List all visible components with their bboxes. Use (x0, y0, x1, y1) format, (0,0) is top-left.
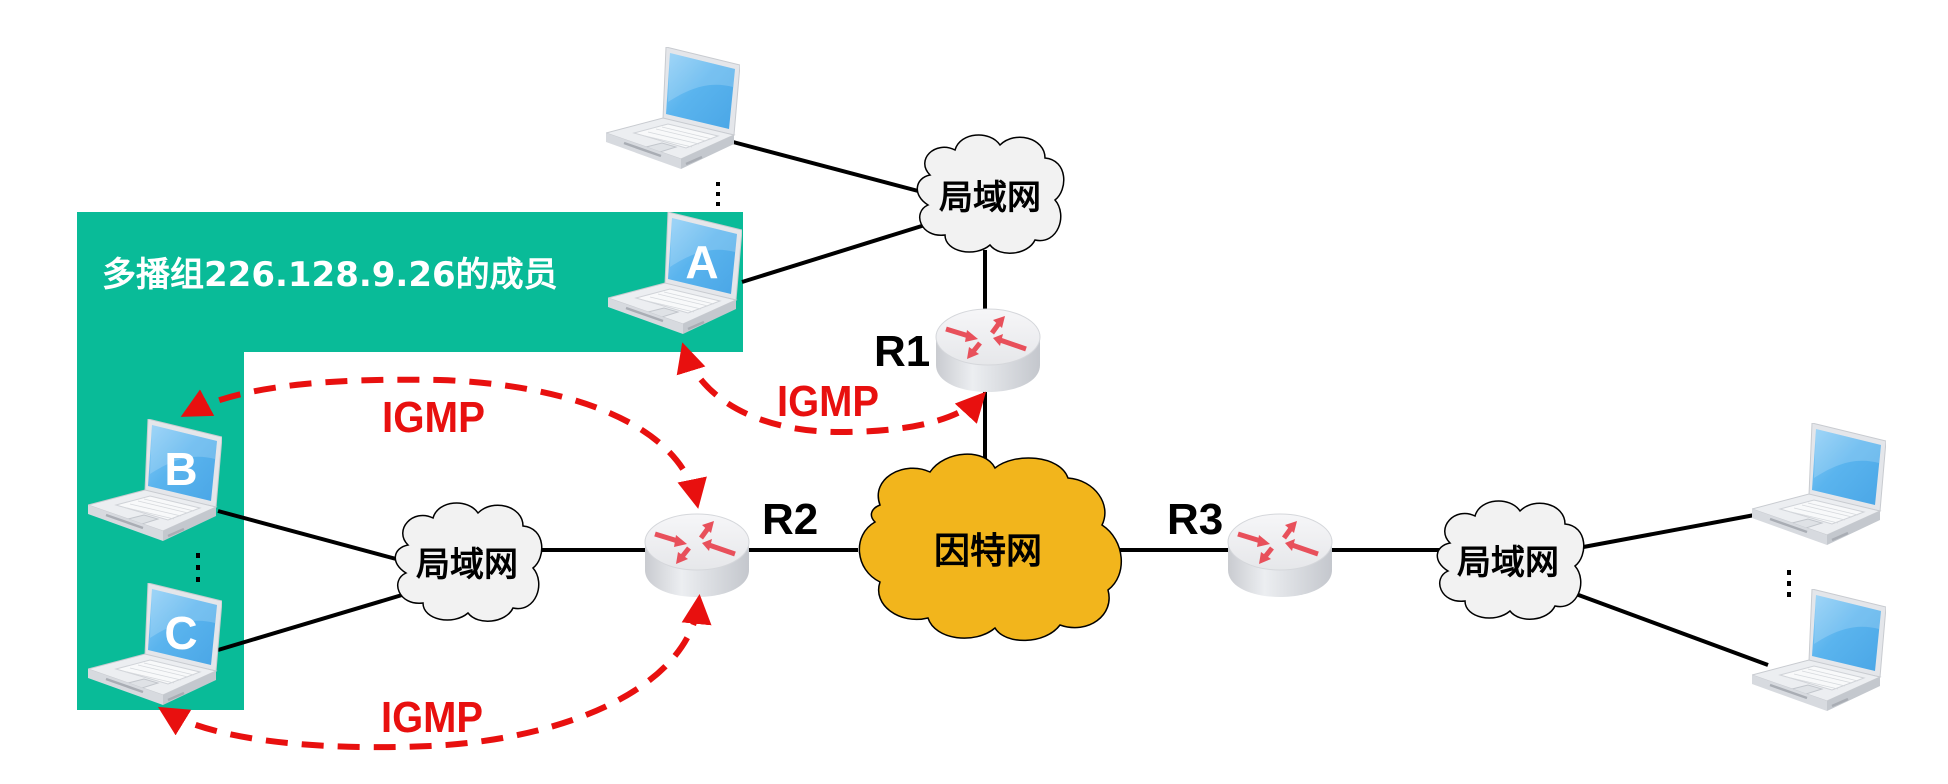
cloud-icon (858, 453, 1122, 642)
lan-top-label: 局域网 (939, 178, 1041, 218)
laptop-icon (606, 47, 740, 171)
router-R2-label: R2 (762, 495, 818, 544)
router-R1[interactable] (936, 309, 1040, 392)
link-lanright-right1 (1577, 512, 1761, 550)
internet-label: 因特网 (934, 531, 1042, 572)
router-R1-label: R1 (874, 327, 930, 376)
lan-top[interactable]: 局域网 (916, 134, 1065, 254)
lan-right-label: 局域网 (1457, 543, 1559, 583)
igmp-label-lower: IGMP (381, 693, 483, 742)
multicast-group-box (77, 212, 743, 710)
host-B-label: B (164, 443, 197, 495)
router-R3[interactable] (1228, 514, 1332, 597)
lan-left[interactable]: 局域网 (394, 502, 543, 622)
igmp-arrow-A-R1 (676, 342, 987, 436)
router-R2[interactable] (645, 514, 749, 597)
host-right-2[interactable] (1752, 589, 1886, 713)
link-C-lanleft (217, 593, 403, 652)
ellipsis-dots-top (716, 182, 720, 206)
laptop-icon (1752, 589, 1886, 713)
internet-cloud[interactable]: 因特网 (858, 453, 1122, 642)
igmp-label-upper: IGMP (382, 393, 485, 442)
host-A-label: A (685, 236, 718, 288)
cloud-icon (1436, 500, 1585, 620)
host-top-1[interactable] (606, 47, 740, 171)
lan-left-label: 局域网 (416, 545, 518, 585)
router-R3-label: R3 (1167, 495, 1223, 544)
router-icon (1228, 514, 1332, 597)
host-C-label: C (164, 607, 197, 659)
router-icon (936, 309, 1040, 392)
host-right-1[interactable] (1752, 423, 1886, 547)
ellipsis-dots-right (1787, 570, 1791, 597)
igmp-arrow-B-R2 (180, 376, 707, 509)
lan-right[interactable]: 局域网 (1436, 500, 1585, 620)
multicast-group-title: 多播组226.128.9.26的成员 (102, 255, 558, 295)
link-top1-lantop (732, 140, 923, 194)
igmp-arrow-C-R2 (157, 594, 712, 751)
host-A[interactable]: A (608, 212, 742, 336)
laptop-icon (1752, 423, 1886, 547)
cloud-icon (916, 134, 1065, 254)
link-A-lantop (741, 223, 926, 284)
link-B-lanleft (217, 509, 401, 562)
ellipsis-dots-left (196, 553, 200, 582)
router-icon (645, 514, 749, 597)
link-lanright-right2 (1564, 588, 1769, 667)
igmp-label-r1: IGMP (777, 377, 879, 426)
